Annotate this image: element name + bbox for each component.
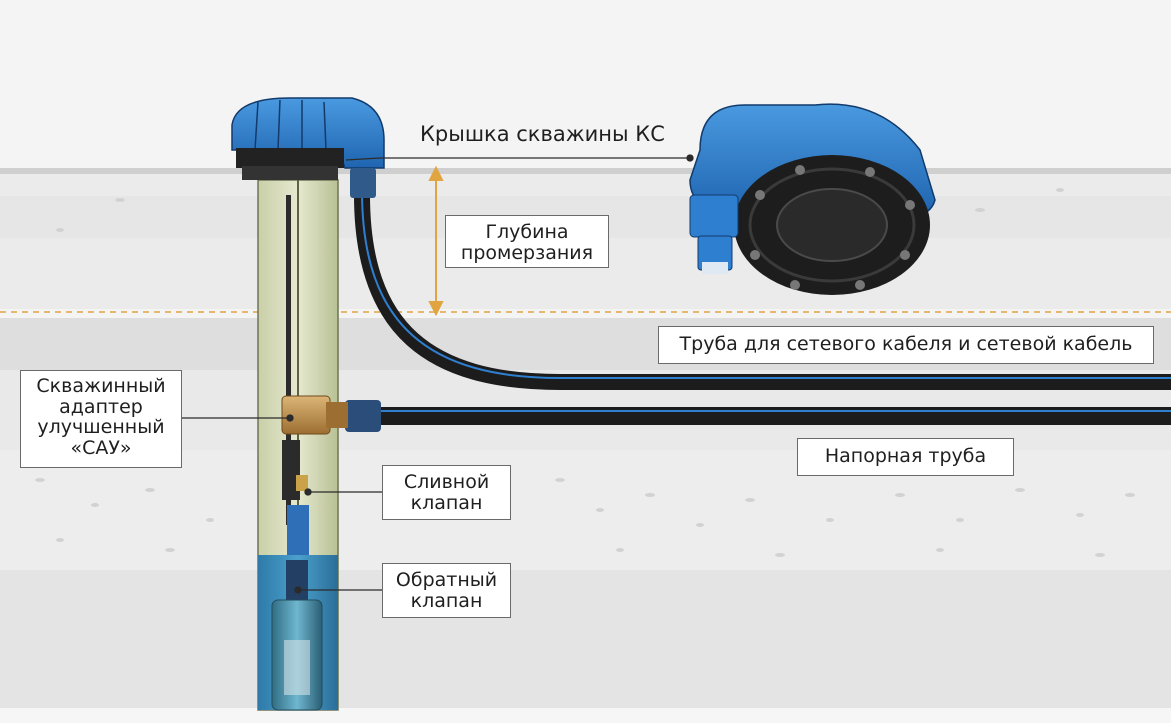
pressure-pipe-label: Напорная труба (797, 438, 1014, 476)
cap-outlet-fitting (350, 168, 376, 198)
adapter-line-1: Скважинный (21, 376, 181, 397)
freeze-depth-line-2: промерзания (446, 243, 608, 264)
drain-valve-label: Сливной клапан (382, 465, 511, 520)
drain-valve-line-1: Сливной (383, 472, 510, 493)
ground-surface-line (0, 168, 1171, 174)
cap-flange (236, 148, 344, 168)
leader-cap (346, 158, 690, 160)
freeze-depth-line-1: Глубина (446, 222, 608, 243)
pipe-fitting (345, 400, 381, 432)
adapter-line-2: адаптер (21, 397, 181, 418)
freeze-depth-label: Глубина промерзания (445, 215, 609, 268)
cap-product-image (690, 104, 935, 295)
cap-label: Крышка скважины КС (420, 122, 665, 146)
drain-valve-line-2: клапан (383, 493, 510, 514)
adapter-line-4: «САУ» (21, 438, 181, 459)
check-valve-line-2: клапан (383, 591, 510, 612)
bottom-strip (0, 708, 1171, 723)
deep-layer (0, 570, 1171, 710)
check-valve-line-1: Обратный (383, 570, 510, 591)
check-valve (286, 505, 309, 600)
adapter-label: Скважинный адаптер улучшенный «САУ» (20, 370, 182, 468)
submersible-pump (272, 600, 322, 710)
cable-pipe-label: Труба для сетевого кабеля и сетевой кабе… (658, 326, 1154, 364)
adapter-line-3: улучшенный (21, 417, 181, 438)
check-valve-label: Обратный клапан (382, 563, 511, 618)
